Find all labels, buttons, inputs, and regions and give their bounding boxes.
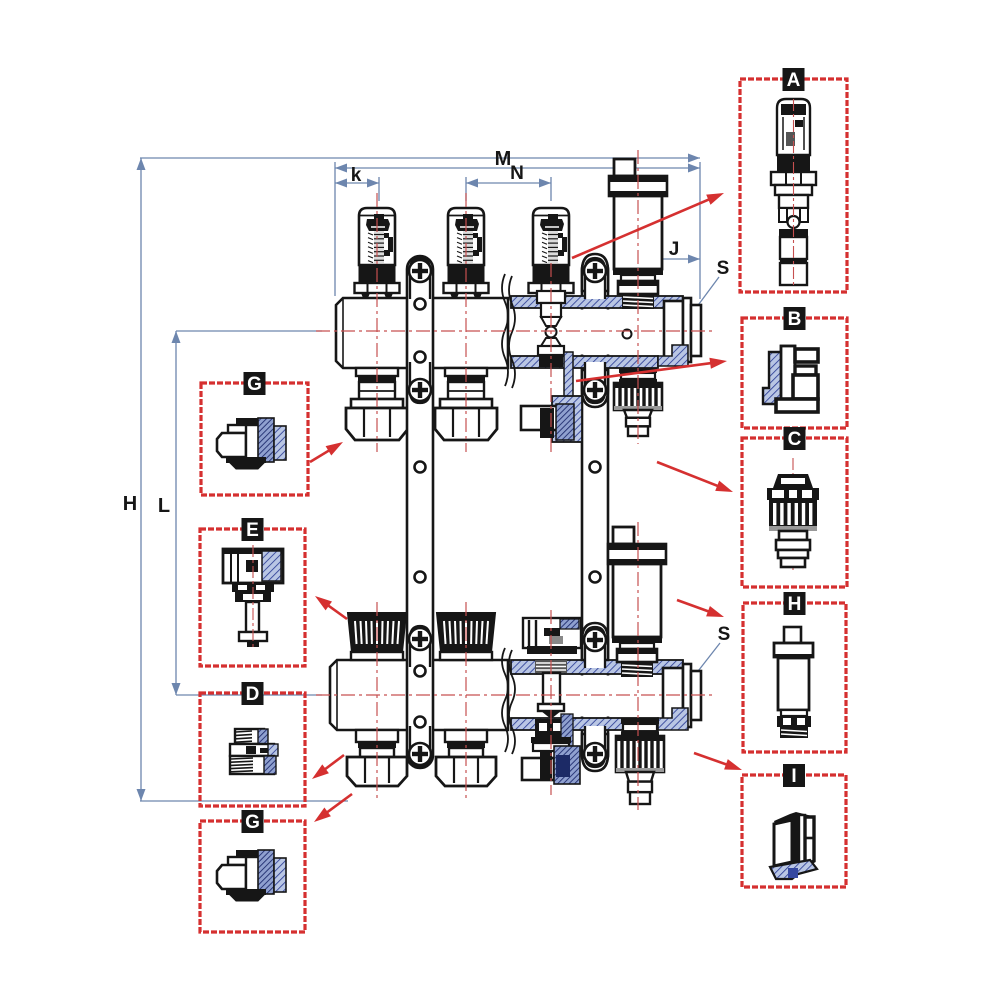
svg-text:S: S (718, 624, 731, 645)
svg-text:H: H (123, 493, 137, 515)
svg-text:D: D (246, 684, 260, 705)
svg-text:B: B (788, 309, 802, 330)
svg-text:I: I (791, 766, 796, 787)
svg-text:k: k (351, 165, 362, 186)
svg-text:S: S (717, 258, 730, 279)
svg-text:C: C (788, 429, 802, 450)
svg-text:G: G (247, 374, 262, 395)
svg-text:N: N (510, 163, 524, 184)
svg-text:H: H (788, 594, 802, 615)
svg-text:E: E (246, 520, 259, 541)
svg-text:L: L (158, 495, 170, 517)
svg-text:J: J (669, 239, 680, 260)
svg-text:A: A (787, 70, 801, 91)
svg-text:G: G (245, 812, 260, 833)
svg-text:M: M (495, 148, 512, 170)
